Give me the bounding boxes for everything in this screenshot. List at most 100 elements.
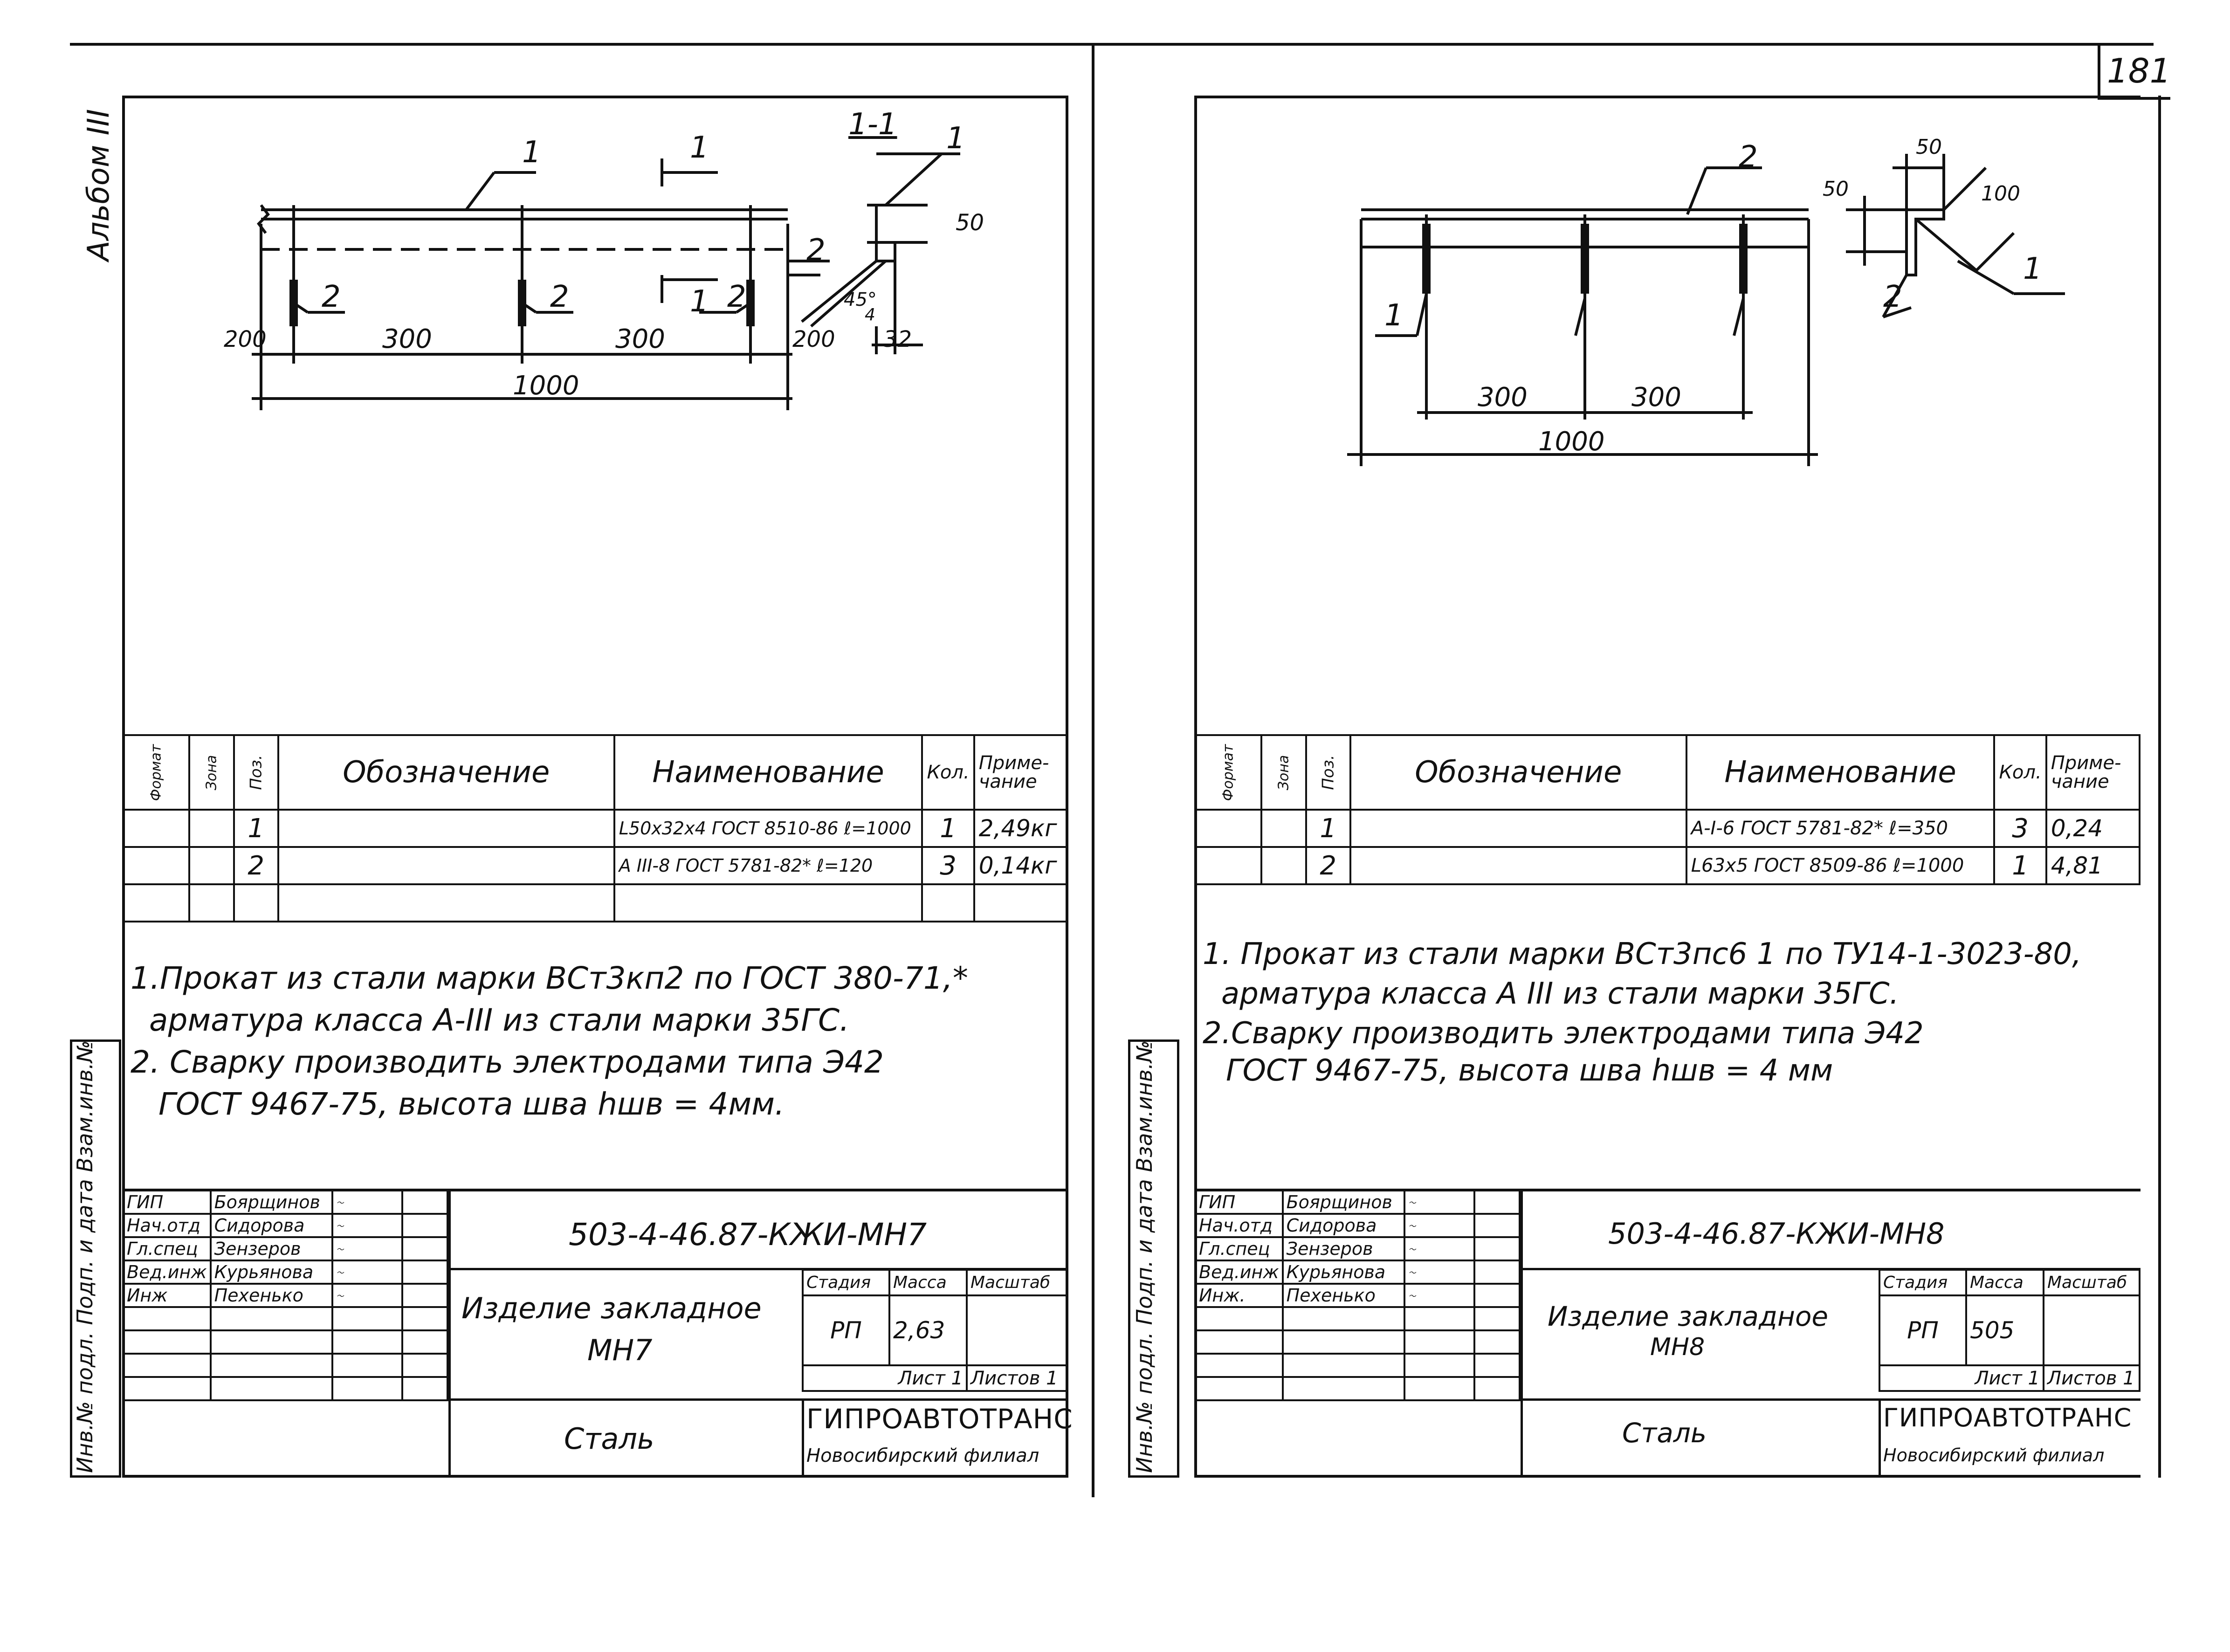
center-divider xyxy=(1092,43,1094,1497)
left-dim-300-b: 300 xyxy=(615,324,665,354)
right-name-1: Сидорова xyxy=(1281,1213,1406,1238)
right-row1-note: 0,24 xyxy=(2045,809,2141,848)
cell xyxy=(122,883,190,922)
left-doc-code: 503-4-46.87-КЖИ-МН7 xyxy=(569,1217,927,1253)
left-dim-200-left: 200 xyxy=(224,326,267,352)
right-spec-h-format: Формат xyxy=(1194,734,1262,811)
cell xyxy=(1404,1353,1475,1378)
left-row1-note: 2,49кг xyxy=(973,809,1069,848)
left-item-name-2: МН7 xyxy=(587,1333,653,1367)
left-spec-h-designation: Обозначение xyxy=(277,734,615,811)
right-sheets: Листов 1 xyxy=(2043,1364,2141,1392)
date-cell xyxy=(401,1190,449,1215)
left-dim-1000: 1000 xyxy=(513,371,579,401)
signature: 〜 xyxy=(1404,1283,1475,1308)
cell xyxy=(331,1306,403,1331)
signature: 〜 xyxy=(331,1213,403,1238)
left-row2-pos: 2 xyxy=(233,846,279,885)
cell xyxy=(122,1376,212,1401)
right-row1-pos: 1 xyxy=(1305,809,1351,848)
right-stage-label: Стадия xyxy=(1879,1269,1967,1296)
cell xyxy=(122,809,190,848)
left-name-1: Сидорова xyxy=(209,1213,334,1238)
table-row: 1 L50x32x4 ГОСТ 8510-86 ℓ=1000 1 2,49кг xyxy=(122,809,1069,848)
right-row2-pos: 2 xyxy=(1305,846,1351,885)
left-dim-300-a: 300 xyxy=(382,324,432,354)
date-cell xyxy=(1473,1190,1521,1215)
left-dim-50: 50 xyxy=(956,210,984,236)
right-tb-hline2 xyxy=(1521,1398,2141,1401)
signature: 〜 xyxy=(331,1236,403,1261)
left-angle: 45° xyxy=(844,289,877,310)
left-note-1: 1.Прокат из стали марки ВСт3кп2 по ГОСТ … xyxy=(131,960,968,996)
right-sec-pos2: 2 xyxy=(1883,280,1902,314)
left-row2-name: А III-8 ГОСТ 5781-82* ℓ=120 xyxy=(613,846,923,885)
right-dim-300-b: 300 xyxy=(1631,382,1681,413)
left-spec-h-name: Наименование xyxy=(613,734,923,811)
top-border-line xyxy=(70,43,2154,46)
right-mass-label: Масса xyxy=(1965,1269,2044,1296)
table-row: 1 А-I-6 ГОСТ 5781-82* ℓ=350 3 0,24 xyxy=(1194,809,2141,848)
right-note-3: 2.Сварку производить электродами типа Э4… xyxy=(1203,1016,1924,1051)
date-cell xyxy=(1473,1213,1521,1238)
left-pos2a-label: 2 xyxy=(322,280,341,314)
right-row1-name: А-I-6 ГОСТ 5781-82* ℓ=350 xyxy=(1685,809,1996,848)
right-spec-h-pos-text: Поз. xyxy=(1319,755,1338,790)
right-spec-h-pos: Поз. xyxy=(1305,734,1351,811)
left-scale xyxy=(966,1294,1068,1366)
left-pos1-label: 1 xyxy=(522,135,541,170)
right-dim-100: 100 xyxy=(1981,182,2020,206)
right-pos2-label: 2 xyxy=(1739,140,1758,174)
left-dim-4: 4 xyxy=(865,305,875,324)
date-cell xyxy=(1473,1283,1521,1308)
right-org-2: Новосибирский филиал xyxy=(1883,1445,2105,1466)
left-spec-h-qty: Кол. xyxy=(921,734,975,811)
left-tb-vline xyxy=(448,1190,451,1478)
signature: 〜 xyxy=(1404,1236,1475,1261)
page-number: 181 xyxy=(2107,51,2171,90)
cell xyxy=(1281,1353,1406,1378)
right-row2-note: 4,81 xyxy=(2045,846,2141,885)
left-spec-h-format: Формат xyxy=(122,734,190,811)
right-spec-h-name: Наименование xyxy=(1685,734,1996,811)
date-cell xyxy=(1473,1236,1521,1261)
left-spec-h-pos: Поз. xyxy=(233,734,279,811)
right-spec-h-qty: Кол. xyxy=(1993,734,2047,811)
cell xyxy=(401,1353,449,1378)
left-pos2b-label: 2 xyxy=(550,280,569,314)
cell xyxy=(188,846,235,885)
left-section-pos1: 1 xyxy=(946,121,965,156)
right-row2-qty: 1 xyxy=(1993,846,2047,885)
left-role-0: ГИП xyxy=(122,1190,212,1215)
left-name-3: Курьянова xyxy=(209,1260,334,1285)
cell xyxy=(188,809,235,848)
right-material: Сталь xyxy=(1622,1417,1707,1449)
left-spec-h-zone-text: Зона xyxy=(203,755,220,790)
right-row2-designation xyxy=(1349,846,1687,885)
right-item-name-2: МН8 xyxy=(1650,1333,1705,1361)
right-dim-50-h: 50 xyxy=(1916,135,1942,159)
right-spec-h-designation: Обозначение xyxy=(1349,734,1687,811)
date-cell xyxy=(1473,1260,1521,1285)
cell xyxy=(277,883,615,922)
date-cell xyxy=(401,1260,449,1285)
left-material: Сталь xyxy=(564,1422,654,1456)
left-item-name-1: Изделие закладное xyxy=(461,1291,762,1325)
right-scale-label: Масштаб xyxy=(2043,1269,2141,1296)
table-row: 2 L63x5 ГОСТ 8509-86 ℓ=1000 1 4,81 xyxy=(1194,846,2141,885)
left-tb-hline2 xyxy=(448,1398,1068,1401)
page-number-box xyxy=(2098,46,2170,100)
right-sec-pos1: 1 xyxy=(2023,252,2042,286)
cell xyxy=(1473,1353,1521,1378)
left-sheet: Лист 1 xyxy=(802,1364,968,1392)
left-section-mark-bottom: 1 xyxy=(690,284,709,319)
left-mass-label: Масса xyxy=(888,1269,968,1296)
left-mass: 2,63 xyxy=(888,1294,968,1366)
cell xyxy=(1404,1376,1475,1401)
cell xyxy=(401,1376,449,1401)
cell xyxy=(1404,1306,1475,1331)
left-note-3: 2. Сварку производить электродами типа Э… xyxy=(131,1044,884,1080)
right-org-divider xyxy=(1879,1398,1881,1478)
cell xyxy=(973,883,1069,922)
left-name-0: Боярщинов xyxy=(209,1190,334,1215)
